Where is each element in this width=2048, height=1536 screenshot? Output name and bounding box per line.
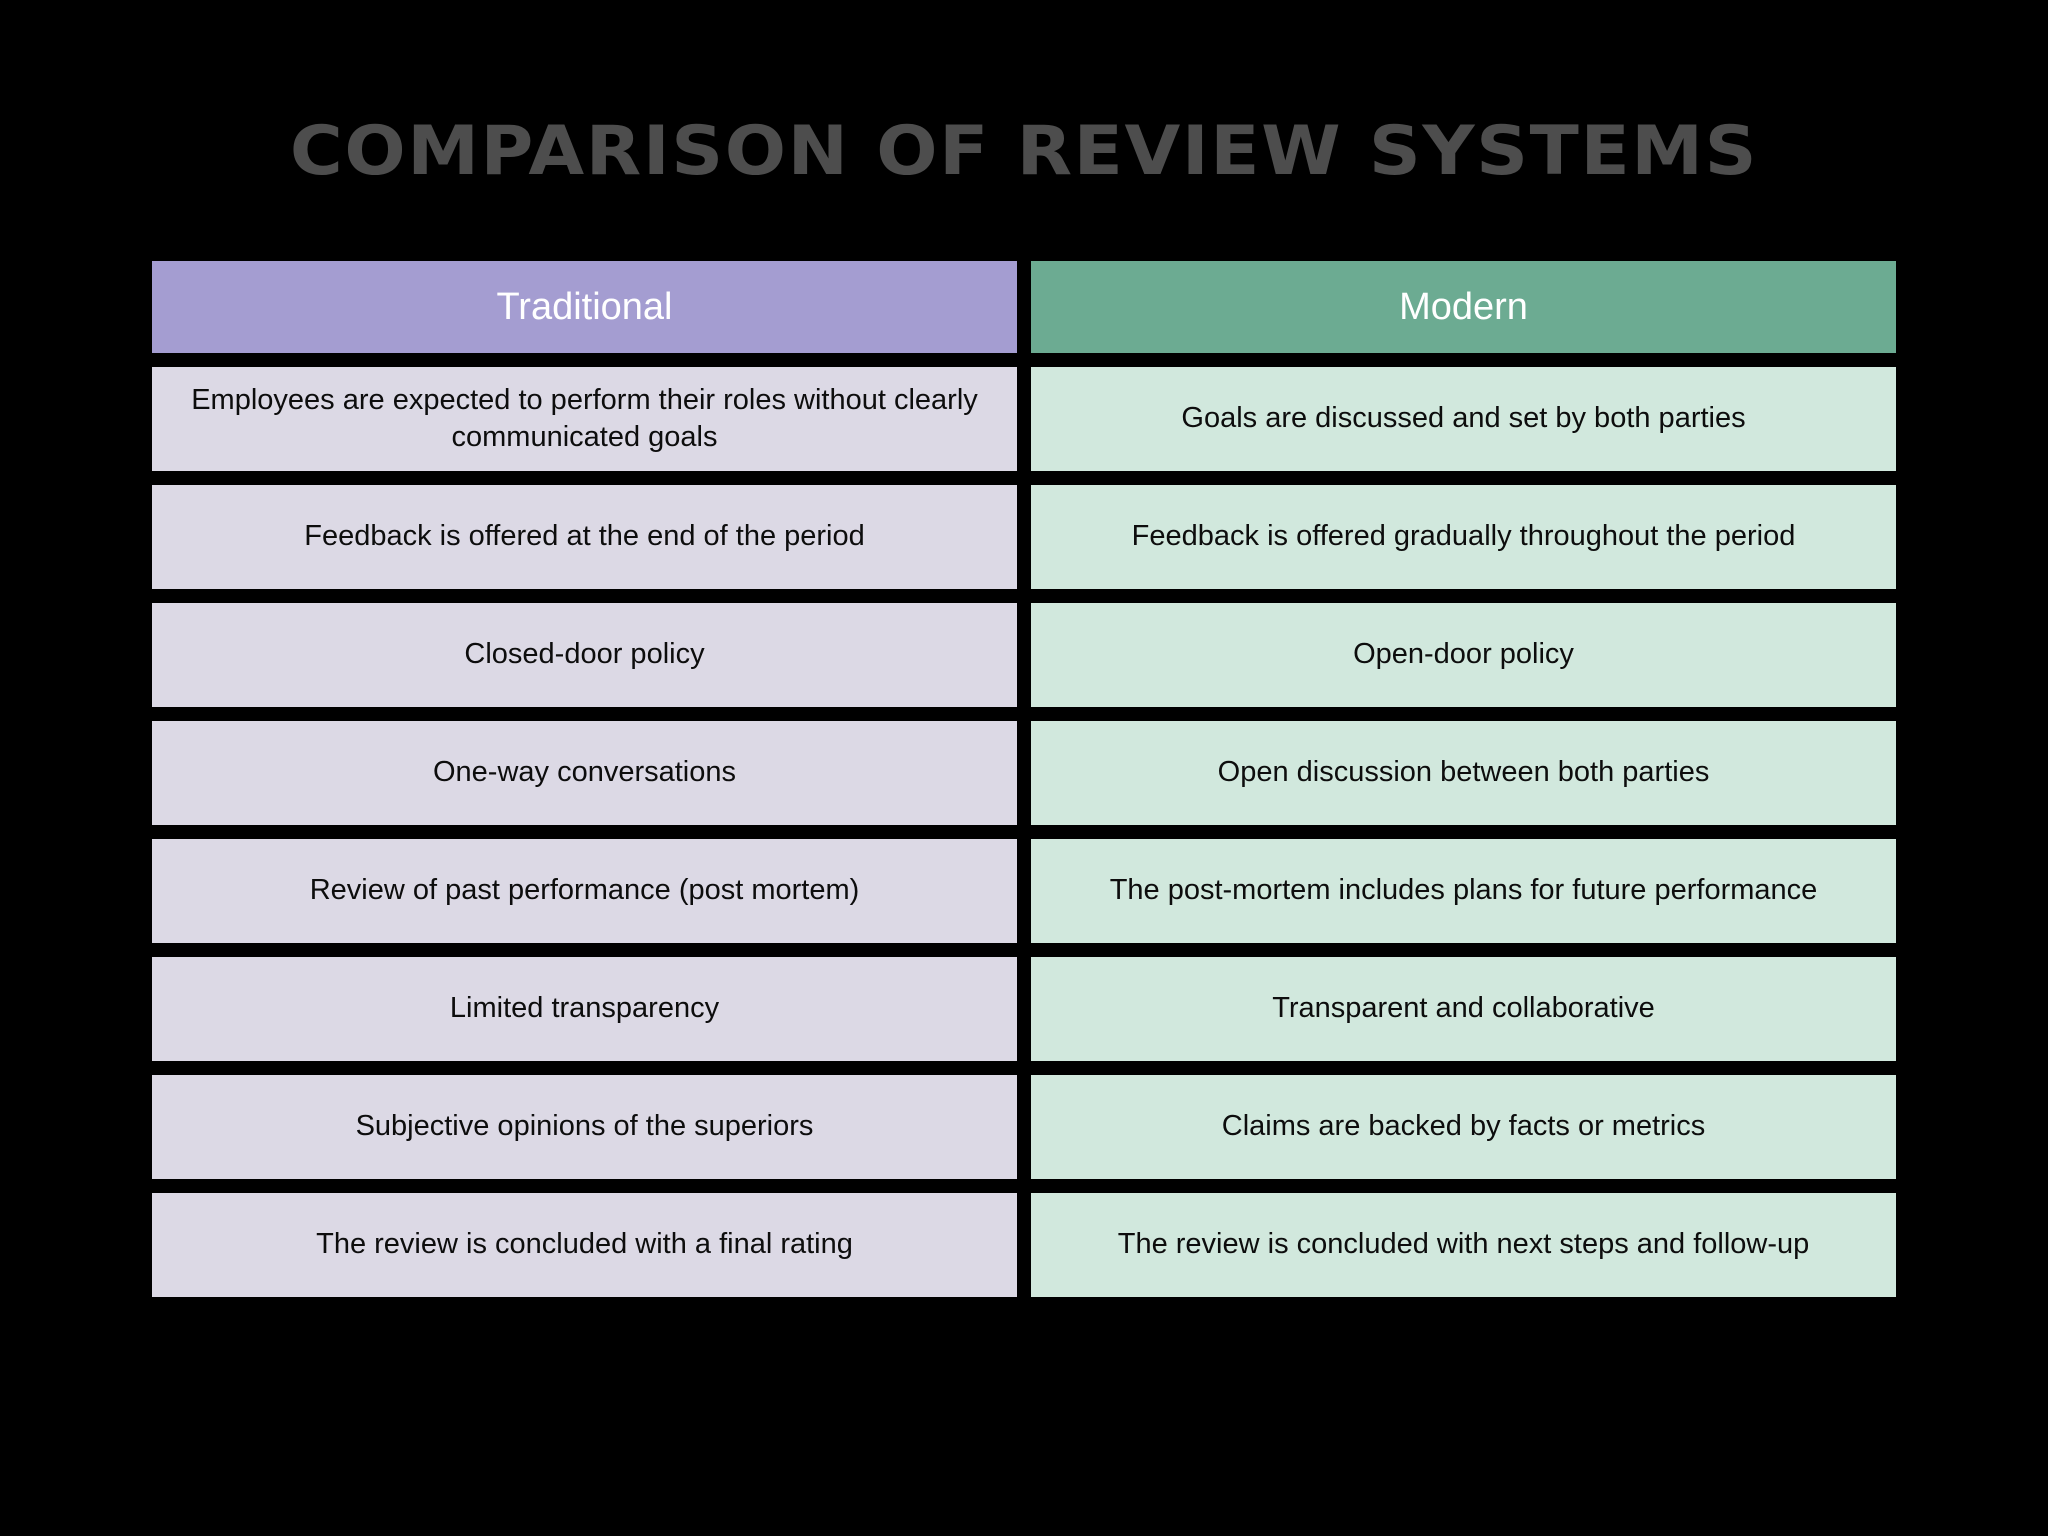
cell-modern: Transparent and collaborative [1031,957,1896,1061]
cell-traditional: Limited transparency [152,957,1017,1061]
cell-traditional: Subjective opinions of the superiors [152,1075,1017,1179]
column-header-traditional: Traditional [152,261,1017,353]
cell-traditional: Employees are expected to perform their … [152,367,1017,471]
comparison-table: Traditional Modern Employees are expecte… [152,261,1896,1297]
cell-modern: Goals are discussed and set by both part… [1031,367,1896,471]
cell-traditional: Feedback is offered at the end of the pe… [152,485,1017,589]
cell-modern: Open-door policy [1031,603,1896,707]
cell-modern: The review is concluded with next steps … [1031,1193,1896,1297]
table-row: Feedback is offered at the end of the pe… [152,485,1896,589]
table-row: The review is concluded with a final rat… [152,1193,1896,1297]
page-title: COMPARISON OF REVIEW SYSTEMS [289,112,1759,191]
table-row: Subjective opinions of the superiors Cla… [152,1075,1896,1179]
table-header-row: Traditional Modern [152,261,1896,353]
cell-traditional: Review of past performance (post mortem) [152,839,1017,943]
cell-modern: Open discussion between both parties [1031,721,1896,825]
cell-modern: Feedback is offered gradually throughout… [1031,485,1896,589]
column-header-modern: Modern [1031,261,1896,353]
cell-traditional: One-way conversations [152,721,1017,825]
cell-modern: The post-mortem includes plans for futur… [1031,839,1896,943]
table-row: Closed-door policy Open-door policy [152,603,1896,707]
table-row: Review of past performance (post mortem)… [152,839,1896,943]
table-row: Employees are expected to perform their … [152,367,1896,471]
table-row: Limited transparency Transparent and col… [152,957,1896,1061]
cell-traditional: The review is concluded with a final rat… [152,1193,1017,1297]
table-row: One-way conversations Open discussion be… [152,721,1896,825]
cell-traditional: Closed-door policy [152,603,1017,707]
cell-modern: Claims are backed by facts or metrics [1031,1075,1896,1179]
